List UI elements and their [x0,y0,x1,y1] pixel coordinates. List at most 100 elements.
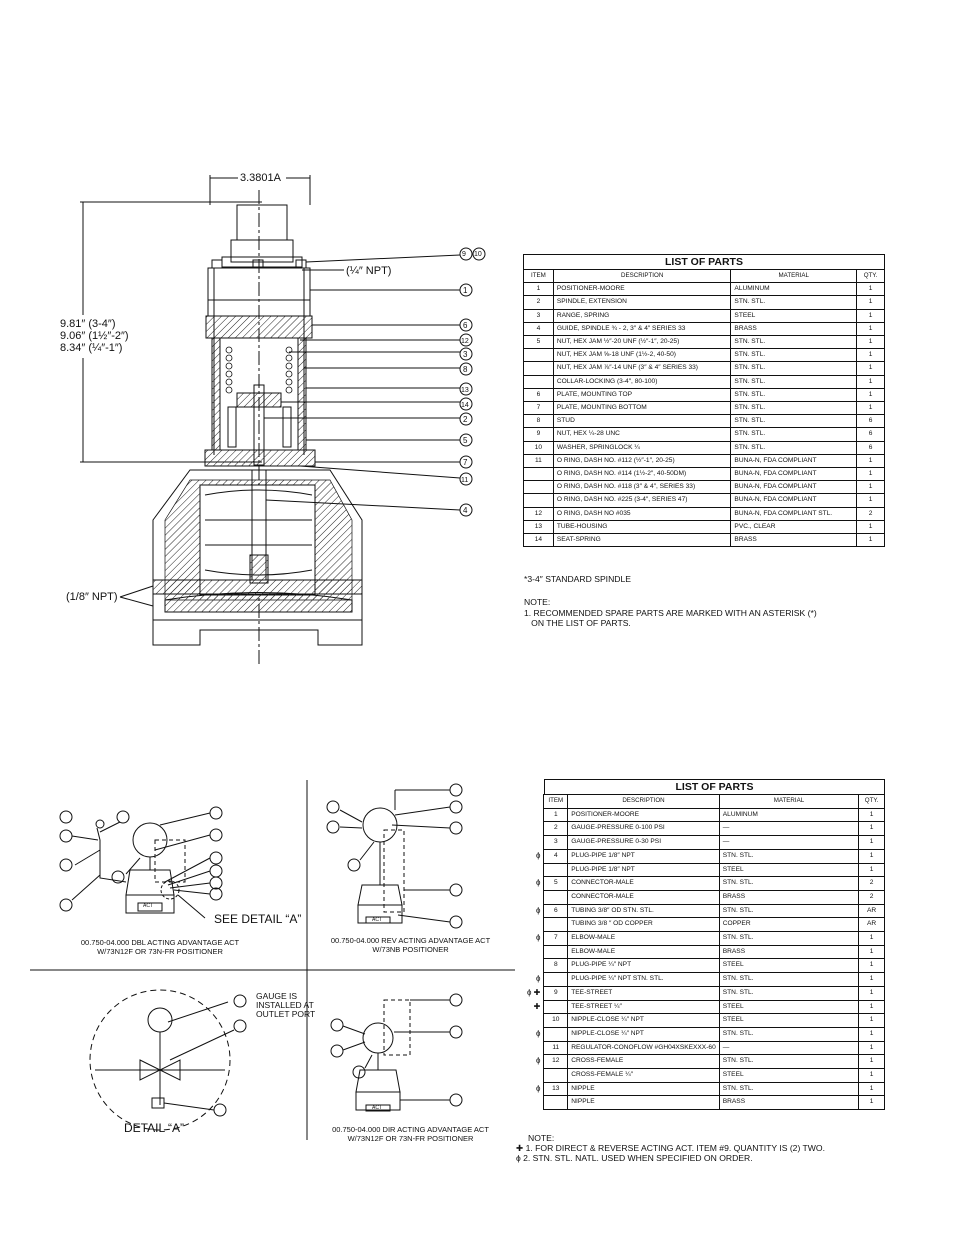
material-cell: — [718,835,860,850]
qty-cell: 1 [856,453,885,469]
item-cell: 11 [523,453,554,469]
description-cell: O RING, DASH NO. #112 (½″-1″, 20-25) [552,453,732,469]
material-cell: STN. STL. [718,1026,860,1042]
mark-cell [520,808,544,822]
qty-cell: 1 [856,467,885,482]
callout-6: 6 [463,321,468,330]
qty-cell: 1 [858,958,885,974]
item-cell [523,493,554,508]
mark-cell: ✚ [533,1001,541,1011]
callout-5: 5 [463,436,468,445]
table2-note-line-1: ✚ 1. FOR DIRECT & REVERSE ACTING ACT. IT… [516,1143,825,1153]
description-cell: NIPPLE-CLOSE ¼″ NPT [567,1013,720,1028]
material-cell: BUNA-N, FDA COMPLIANT [730,493,858,508]
material-cell: STN. STL. [718,985,860,1001]
material-cell: BRASS [730,533,858,548]
act-label-rev: ACT [372,917,382,923]
description-cell: GAUGE-PRESSURE 0-100 PSI [567,821,720,837]
qty-cell: 1 [858,821,885,837]
material-cell: STN. STL. [718,1081,860,1097]
description-cell: ELBOW-MALE [567,931,720,946]
description-cell: NIPPLE [567,1081,720,1097]
qty-cell: 1 [856,348,885,363]
qty-cell: 1 [856,321,885,337]
description-cell: WASHER, SPRINGLOCK ¼ [552,440,732,455]
mark-cell [520,863,544,877]
material-cell: STEEL [718,862,860,878]
material-cell: STN. STL. [718,848,860,864]
qty-cell: 1 [856,401,885,416]
item-cell: 8 [523,414,554,429]
item-cell: 8 [543,958,569,974]
material-cell: BUNA-N, FDA COMPLIANT [730,480,858,495]
mark-cell: ɸ [535,1056,541,1066]
act-label-dir: ACT [372,1105,382,1111]
description-cell: NUT, HEX JAM ⅝-18 UNF (1½-2, 40-50) [552,348,732,363]
item-cell [543,862,569,878]
qty-cell: AR [858,917,885,933]
mark-cell: ɸ [535,933,541,943]
material-cell: STEEL [718,1068,860,1083]
callout-9: 9 [462,251,466,258]
mark-cell: ɸ [535,905,541,915]
qty-cell: AR [858,903,885,919]
qty-cell: 1 [858,1068,885,1083]
col-material: MATERIAL [718,794,860,809]
bottom-schematics-drawing [30,780,515,1140]
mark-cell: ɸ [535,850,541,860]
material-cell: STN. STL. [730,361,858,376]
item-cell [543,1068,569,1083]
item-cell [523,361,554,376]
qty-cell: 2 [856,506,885,521]
mark-cell [520,836,544,850]
material-cell: STEEL [718,999,860,1015]
mark-cell: ɸ [535,1028,541,1038]
description-cell: TEE-STREET [567,985,720,1001]
callout-8: 8 [463,365,468,374]
col-item: ITEM [523,268,554,284]
material-cell: STN. STL. [718,1054,860,1070]
item-cell [543,917,569,933]
mark-cell: ɸ [535,1083,541,1093]
callout-1: 1 [463,286,468,295]
top-assembly-diagram: 3.3801A 9.81″ (3-4″) 9.06″ (1½″-2″) 8.34… [60,172,486,665]
description-cell: POSITIONER-MOORE [552,282,732,297]
table-row: O RING, DASH NO. #225 (3-4″, SERIES 47)B… [523,493,885,508]
col-qty: QTY. [856,268,885,284]
callout-3: 3 [463,350,468,359]
mark-cell [520,945,544,959]
qty-cell: 1 [858,807,885,823]
material-cell: STN. STL. [730,401,858,416]
item-cell: 1 [523,282,554,297]
see-detail-label: SEE DETAIL “A” [214,912,302,926]
description-cell: CROSS-FEMALE ¼″ [567,1068,720,1083]
material-cell: STN. STL. [730,414,858,429]
qty-cell: 1 [856,308,885,323]
description-cell: POSITIONER-MOORE [567,807,720,823]
item-cell: 14 [523,533,554,548]
material-cell: — [718,1040,860,1056]
mark-cell [520,918,544,932]
qty-cell: 1 [856,361,885,376]
material-cell: PVC., CLEAR [730,519,858,535]
qty-cell: 1 [856,480,885,495]
item-cell [543,999,569,1015]
material-cell: BUNA-N, FDA COMPLIANT [730,467,858,482]
qty-cell: 1 [856,335,885,350]
table1-note-line-2: ON THE LIST OF PARTS. [524,618,631,628]
qty-cell: 2 [858,889,885,905]
description-cell: NUT, HEX ¼-28 UNC [552,427,732,442]
table-header-row: ITEM DESCRIPTION MATERIAL QTY. [523,268,885,284]
mark-cell [520,959,544,973]
qty-cell: 1 [856,519,885,535]
